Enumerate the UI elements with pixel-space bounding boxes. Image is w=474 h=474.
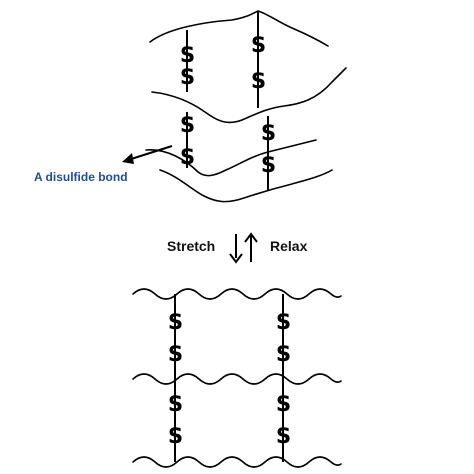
sulfur-atom: S bbox=[180, 113, 195, 137]
sulfur-atom: S bbox=[180, 65, 195, 89]
sulfur-atom: S bbox=[168, 342, 183, 366]
sulfur-atom: S bbox=[168, 392, 183, 416]
disulfide-bond-label: A disulfide bond bbox=[34, 170, 128, 184]
sulfur-atom: S bbox=[180, 145, 195, 169]
sulfur-atom: S bbox=[168, 424, 183, 448]
down-arrow-icon bbox=[229, 253, 243, 264]
relaxed-chain-middle-1 bbox=[151, 67, 347, 124]
sulfur-atom: S bbox=[251, 69, 266, 93]
callout-pointer-line bbox=[127, 145, 173, 161]
sulfur-atom: S bbox=[276, 392, 291, 416]
stretch-label: Stretch bbox=[167, 238, 215, 254]
stretched-chain-middle bbox=[132, 373, 342, 385]
sulfur-atom: S bbox=[168, 310, 183, 334]
sulfur-atom: S bbox=[276, 310, 291, 334]
relaxed-chain-top bbox=[149, 10, 329, 47]
sulfur-atom: S bbox=[251, 33, 266, 57]
sulfur-atom: S bbox=[261, 153, 276, 177]
relaxed-keratin-group: S S S S S S S S A disulfide bond bbox=[34, 10, 347, 203]
sulfur-atom: S bbox=[261, 121, 276, 145]
stretched-keratin-group: S S S S S S S S bbox=[132, 288, 342, 468]
up-arrow-icon bbox=[244, 232, 258, 243]
relax-label: Relax bbox=[270, 238, 308, 254]
sulfur-atom: S bbox=[276, 424, 291, 448]
transition-arrows: Stretch Relax bbox=[167, 232, 308, 264]
stretched-chain-bottom bbox=[132, 456, 342, 468]
sulfur-atom: S bbox=[180, 43, 195, 67]
callout-arrowhead-icon bbox=[122, 153, 134, 164]
stretched-chain-top bbox=[132, 288, 342, 300]
relaxed-chain-bottom bbox=[159, 169, 333, 203]
sulfur-atom: S bbox=[276, 342, 291, 366]
relaxed-chain-middle-2 bbox=[145, 139, 317, 177]
